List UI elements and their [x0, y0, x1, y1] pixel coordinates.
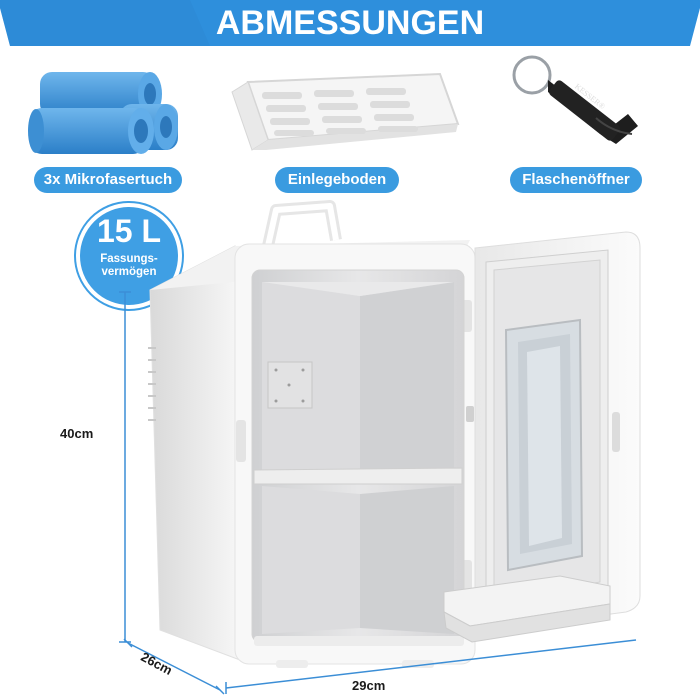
accessory-label-towels: 3x Mikrofasertuch [34, 167, 182, 193]
opener-brand-text: KESSER® [573, 81, 607, 112]
height-dimension-label: 40cm [60, 426, 94, 441]
capacity-value: 15 L [96, 213, 162, 249]
accessory-label-opener: Flaschenöffner [510, 167, 642, 193]
page-title: ABMESSUNGEN [215, 4, 485, 42]
accessory-label-shelf: Einlegeboden [275, 167, 399, 193]
title-banner-shape [0, 0, 700, 46]
capacity-label: Fassungs-vermögen [100, 253, 158, 278]
width-dimension-label: 29cm [352, 678, 386, 693]
depth-dimension-label: 26cm [138, 649, 175, 678]
capacity-badge: 15 L Fassungs-vermögen [76, 203, 182, 309]
